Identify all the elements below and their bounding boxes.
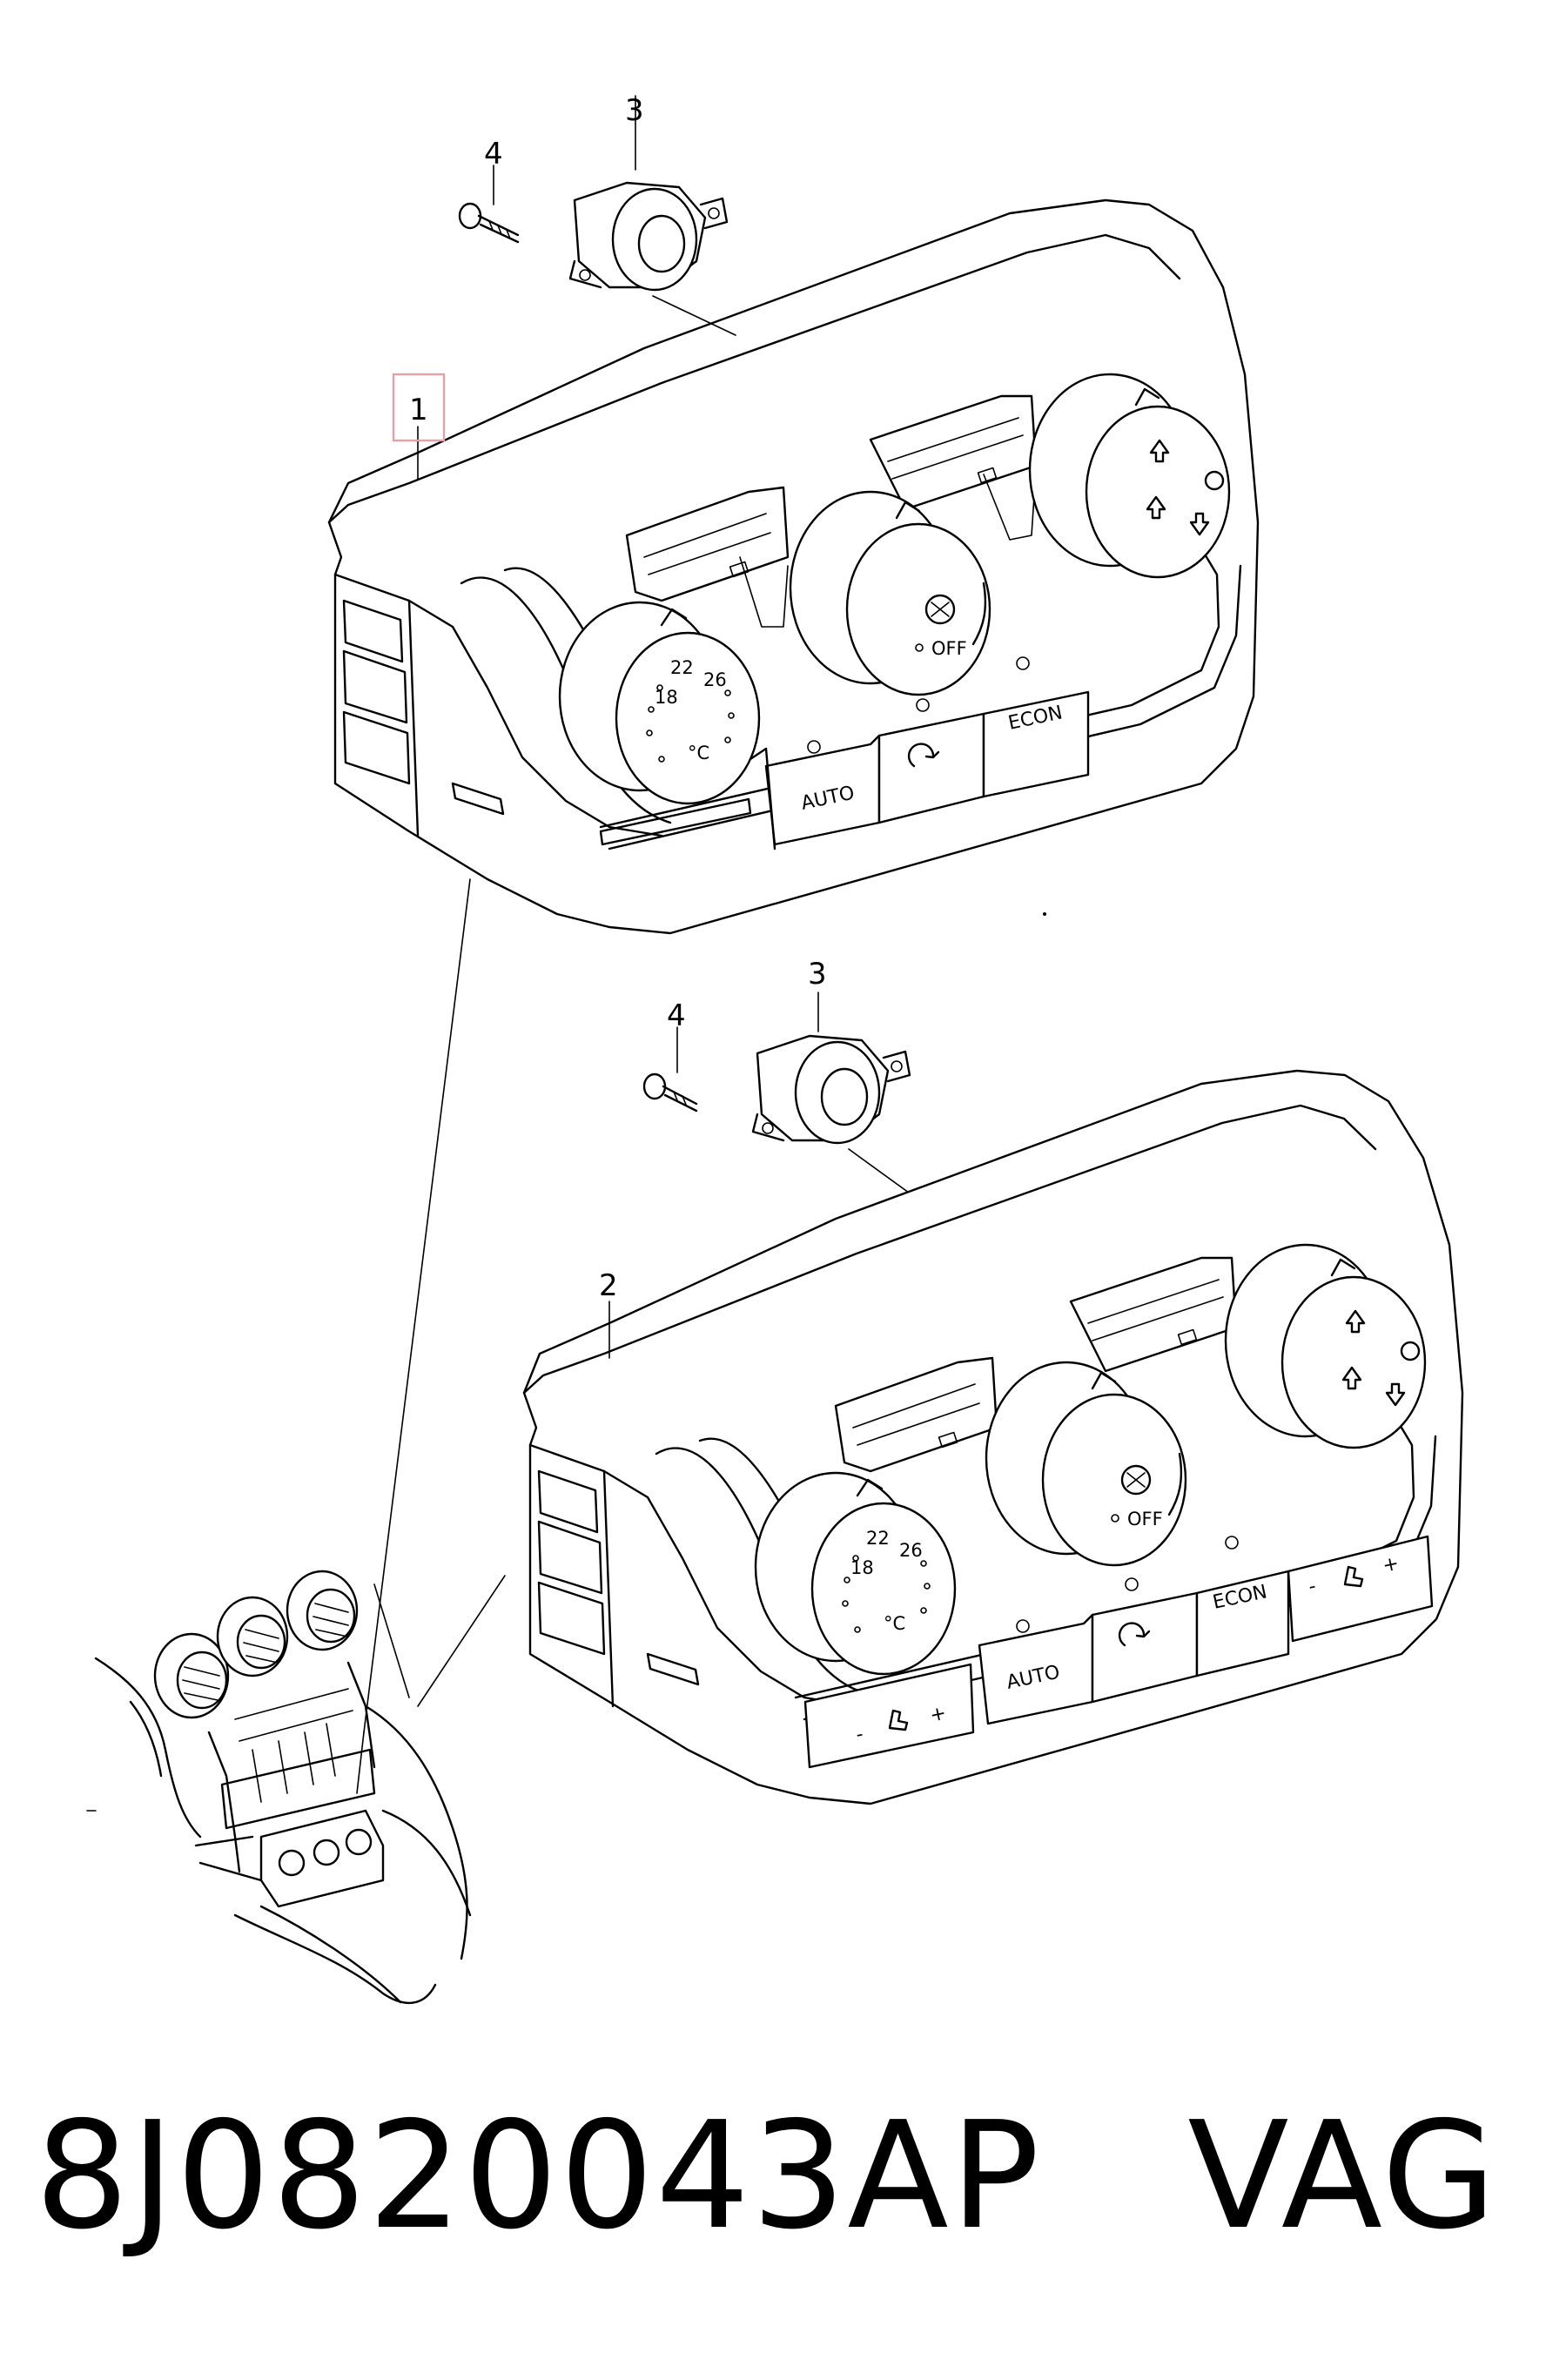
fan-off-label-bottom: OFF <box>1127 1509 1163 1530</box>
fan-dial-top[interactable]: OFF <box>789 490 991 696</box>
part-number: 8J0820043AP <box>35 2090 1042 2262</box>
front-defrost-icon-bottom <box>1177 1328 1198 1346</box>
screw-part-4-top <box>458 202 520 244</box>
front-defrost-icon <box>977 467 998 484</box>
temperature-dial-top[interactable]: 18 22 26 °C <box>558 601 761 805</box>
temp-unit-label: °C <box>688 743 709 763</box>
fan-dial-bottom[interactable]: OFF <box>985 1361 1187 1567</box>
seat-heat-left-plus: + <box>928 1703 948 1727</box>
temperature-dial-bottom[interactable]: 18 22 26 °C <box>754 1471 957 1676</box>
callout-3-top: 3 <box>625 93 644 128</box>
recirculation-icon <box>907 743 940 768</box>
knob-assembly-part-3-top <box>568 181 729 292</box>
callout-4-mid: 4 <box>667 998 686 1033</box>
screw-part-4-mid <box>642 1072 698 1113</box>
temp-scale-26: 26 <box>703 669 727 690</box>
seat-heat-right-plus: + <box>1381 1553 1401 1577</box>
air-distribution-dial-top[interactable] <box>1028 373 1231 579</box>
temp-scale-26-bottom: 26 <box>899 1540 923 1561</box>
temp-scale-22-bottom: 22 <box>866 1528 890 1549</box>
callout-1: 1 <box>409 393 428 427</box>
air-distribution-dial-bottom[interactable] <box>1224 1243 1427 1449</box>
callout-3-mid: 3 <box>808 957 827 992</box>
climate-control-unit-2: - + AUTO ECON - + <box>522 1069 1464 1805</box>
fan-icon-bottom <box>1120 1464 1152 1496</box>
recirculation-icon-bottom <box>1118 1622 1151 1647</box>
callout-2: 2 <box>599 1268 618 1303</box>
temp-scale-18: 18 <box>655 687 678 708</box>
brand-label: VAG <box>1187 2090 1498 2262</box>
defrost-direction-icon <box>1149 439 1170 463</box>
fan-icon <box>924 594 956 625</box>
temp-scale-22: 22 <box>670 657 694 678</box>
fan-off-label: OFF <box>931 638 967 659</box>
temp-scale-18-bottom: 18 <box>850 1557 874 1578</box>
part-1-highlight-box <box>392 373 446 442</box>
feet-direction-icon <box>1189 512 1210 536</box>
knob-assembly-part-3-mid <box>751 1034 911 1145</box>
rear-defrost-icon <box>729 561 749 578</box>
climate-control-unit-1: AUTO ECON 18 22 26 °C <box>327 198 1260 935</box>
callout-4-top: 4 <box>484 137 503 171</box>
rear-defrost-icon-bottom <box>938 1431 958 1449</box>
face-direction-icon <box>1146 495 1166 520</box>
seat-heat-right-icon <box>1343 1565 1364 1588</box>
seat-heat-left-icon <box>888 1709 909 1731</box>
car-dashboard-location <box>86 1570 506 2004</box>
temp-unit-label-bottom: °C <box>884 1613 905 1634</box>
part-number-footer: 8J0820043AP VAG <box>35 2072 1515 2281</box>
